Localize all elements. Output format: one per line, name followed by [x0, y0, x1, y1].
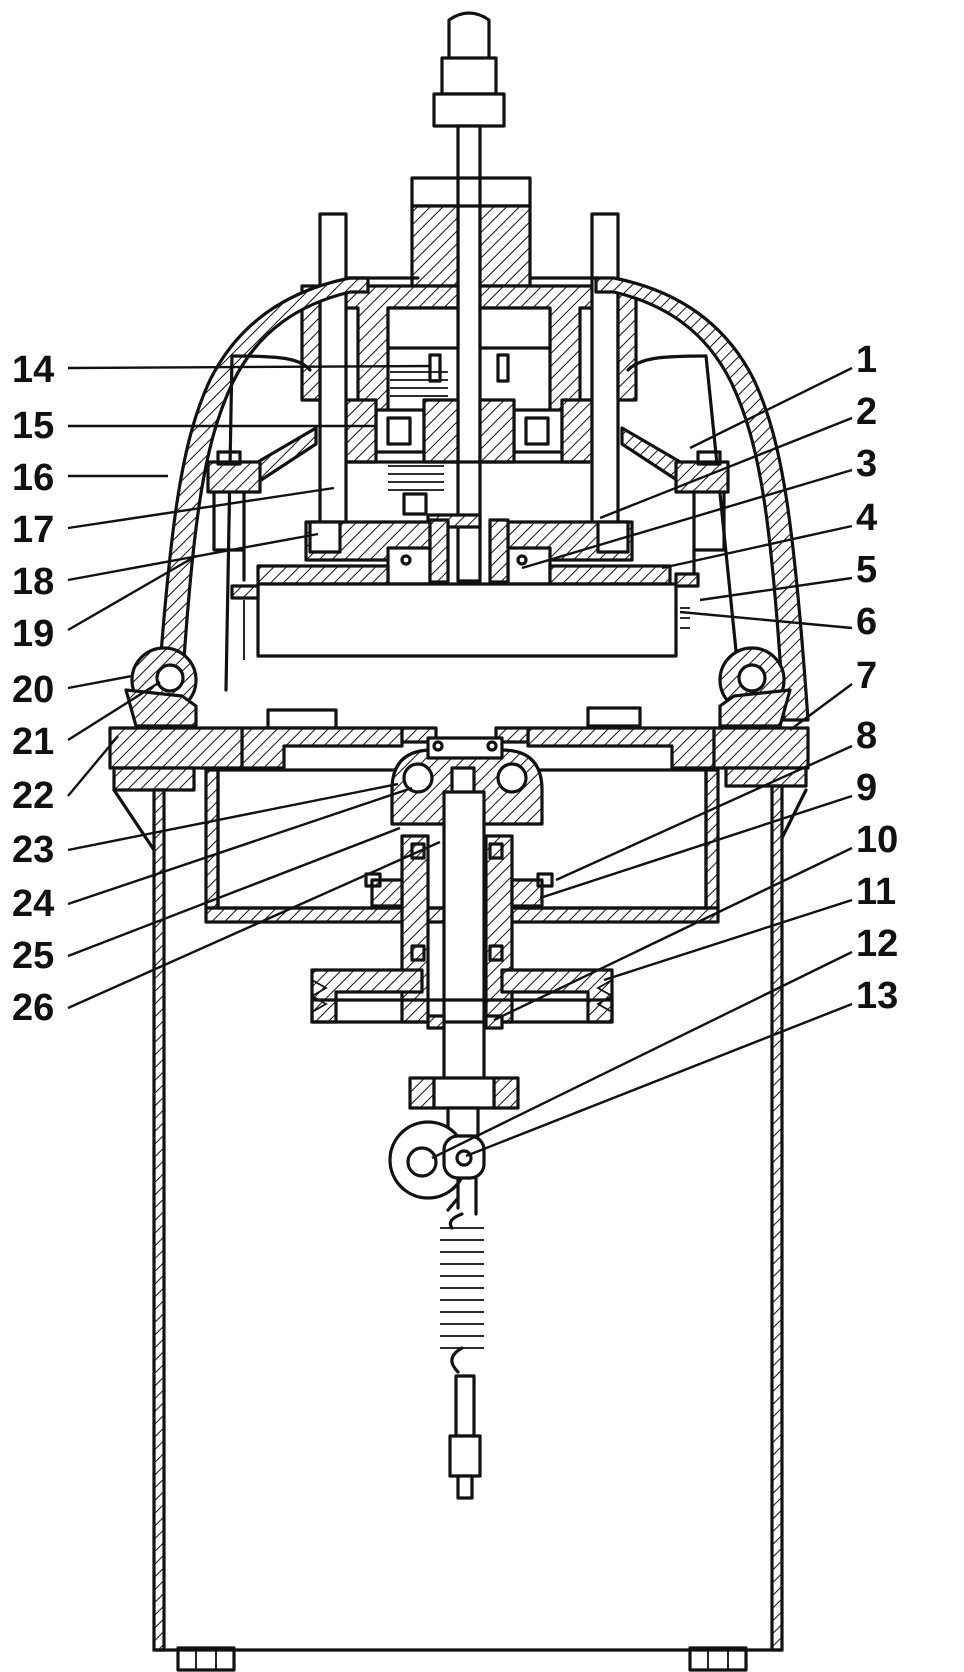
leader-26 [67, 840, 441, 1010]
leader-23 [67, 782, 399, 852]
callout-9: 9 [856, 767, 877, 809]
callout-22: 22 [12, 775, 54, 817]
leader-8 [555, 744, 853, 882]
lower-coupling [388, 1076, 520, 1500]
callout-1: 1 [856, 339, 877, 381]
die-block [256, 582, 678, 658]
callout-21: 21 [12, 721, 54, 763]
guide-rods [300, 212, 638, 532]
outer-casing [152, 784, 784, 1672]
gearbox [204, 736, 720, 1088]
callout-7: 7 [856, 655, 877, 697]
upper-spring [390, 371, 448, 397]
callout-16: 16 [12, 457, 54, 499]
callout-2: 2 [856, 391, 877, 433]
callout-14: 14 [12, 349, 54, 391]
left-guide-rod [318, 212, 348, 532]
tension-spring [440, 1227, 484, 1349]
leader-1 [689, 366, 853, 450]
main-shaft [456, 124, 482, 583]
leader-13 [465, 1002, 853, 1158]
leader-5 [699, 576, 853, 602]
leader-4 [661, 524, 853, 570]
pulley [310, 968, 614, 1030]
leader-2 [599, 416, 853, 520]
top-shaft [432, 11, 506, 583]
callouts-left: 14 15 16 17 18 19 20 21 22 23 24 25 26 [12, 349, 54, 1029]
shaft-cap [447, 11, 491, 62]
leader-14 [67, 364, 431, 370]
leader-21 [67, 680, 161, 742]
callout-17: 17 [12, 509, 54, 551]
leader-19 [67, 554, 197, 632]
leader-9 [539, 794, 853, 900]
left-clamp-block [386, 546, 432, 586]
leader-12 [431, 950, 853, 1160]
callout-25: 25 [12, 935, 54, 977]
callout-6: 6 [856, 601, 877, 643]
callout-12: 12 [856, 923, 898, 965]
callout-20: 20 [12, 669, 54, 711]
callout-19: 19 [12, 613, 54, 655]
callout-3: 3 [856, 443, 877, 485]
leader-20 [67, 674, 133, 690]
callout-26: 26 [12, 987, 54, 1029]
callout-18: 18 [12, 561, 54, 603]
leader-24 [67, 786, 413, 906]
callouts-right: 1 2 3 4 5 6 7 8 9 10 11 12 13 [856, 339, 898, 1017]
right-casing-wall [770, 784, 784, 1652]
callout-13: 13 [856, 975, 898, 1017]
pivots [124, 646, 792, 728]
leader-10 [493, 846, 853, 1022]
callout-23: 23 [12, 829, 54, 871]
callout-15: 15 [12, 405, 54, 447]
shaft-collar-lower [432, 92, 506, 128]
right-pulley-half [500, 968, 614, 1024]
callout-11: 11 [856, 871, 896, 913]
lower-shaft [442, 790, 486, 1088]
leader-7 [789, 683, 853, 731]
leader-11 [603, 898, 853, 982]
leader-3 [521, 468, 853, 570]
callout-5: 5 [856, 549, 877, 591]
right-guide-rod [590, 212, 620, 532]
shaft-collar [440, 56, 498, 96]
leader-6 [679, 610, 853, 630]
callout-10: 10 [856, 819, 898, 861]
leader-22 [67, 735, 119, 797]
leader-17 [67, 486, 335, 530]
callout-24: 24 [12, 883, 54, 925]
central-hub [340, 176, 598, 529]
pressing-head [230, 518, 700, 660]
main-table [108, 706, 810, 852]
leader-25 [67, 826, 401, 958]
dome-cover [154, 276, 810, 722]
callout-8: 8 [856, 715, 877, 757]
callout-4: 4 [856, 497, 877, 539]
leader-lines [67, 364, 853, 1160]
left-arm [224, 354, 234, 692]
